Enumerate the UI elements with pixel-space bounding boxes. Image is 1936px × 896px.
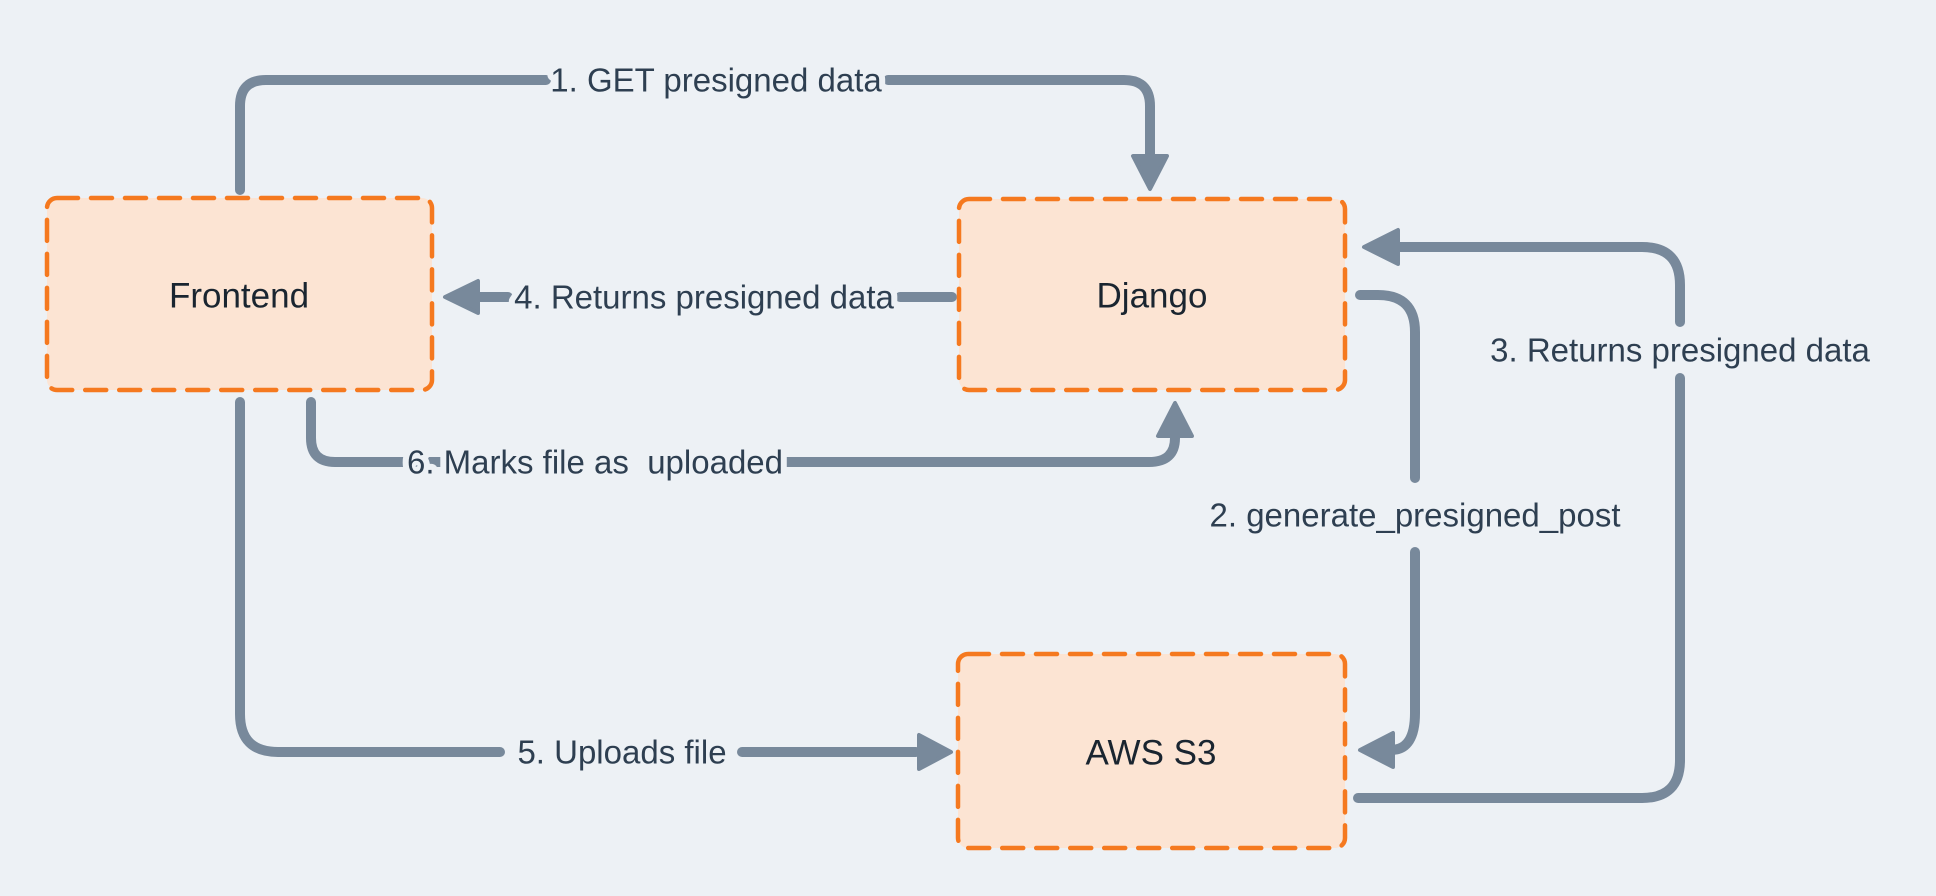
- edge-1-line: [235, 75, 551, 195]
- edge-4-arrowhead: [443, 279, 480, 315]
- edge-1-arrow: [235, 75, 1169, 195]
- frontend-label: Frontend: [169, 277, 309, 316]
- edge-6-arrow: [306, 397, 1194, 467]
- edge-5-arrow: [235, 397, 953, 771]
- edge-2-line: [1355, 290, 1420, 483]
- aws-s3-box: [955, 651, 1348, 851]
- edge-6-line: [306, 397, 449, 467]
- edge-2-arrow: [1355, 290, 1420, 769]
- edge-1-arrowhead: [1131, 154, 1169, 191]
- edge-6-label: 6. Marks file as uploaded: [407, 444, 783, 481]
- django-box: [956, 196, 1348, 393]
- node-django: Django: [956, 196, 1348, 393]
- node-frontend: Frontend: [44, 195, 435, 393]
- edge-1-line: [883, 75, 1155, 161]
- edge-6-line: [743, 433, 1180, 467]
- edge-3-label: 3. Returns presigned data: [1490, 332, 1870, 369]
- edge-3-arrow: [1353, 228, 1685, 803]
- edge-2-arrowhead: [1358, 731, 1395, 769]
- edge-3-line: [1353, 373, 1685, 803]
- edge-6-arrowhead: [1156, 401, 1194, 438]
- aws-s3-label: AWS S3: [1086, 734, 1217, 773]
- edge-4-label: 4. Returns presigned data: [514, 279, 894, 316]
- edge-1-label: 1. GET presigned data: [550, 62, 882, 99]
- edge-3-arrowhead: [1362, 228, 1400, 266]
- frontend-box: [44, 195, 435, 393]
- edge-5-label: 5. Uploads file: [517, 734, 726, 771]
- edge-3-line: [1393, 242, 1685, 327]
- edge-5-line: [235, 397, 505, 757]
- edge-4-arrow: [443, 279, 957, 315]
- edge-2-label: 2. generate_presigned_post: [1210, 497, 1621, 534]
- edge-5-arrowhead: [917, 733, 953, 771]
- edge-2-line: [1386, 547, 1420, 755]
- node-aws-s3: AWS S3: [955, 651, 1348, 851]
- django-label: Django: [1097, 277, 1208, 316]
